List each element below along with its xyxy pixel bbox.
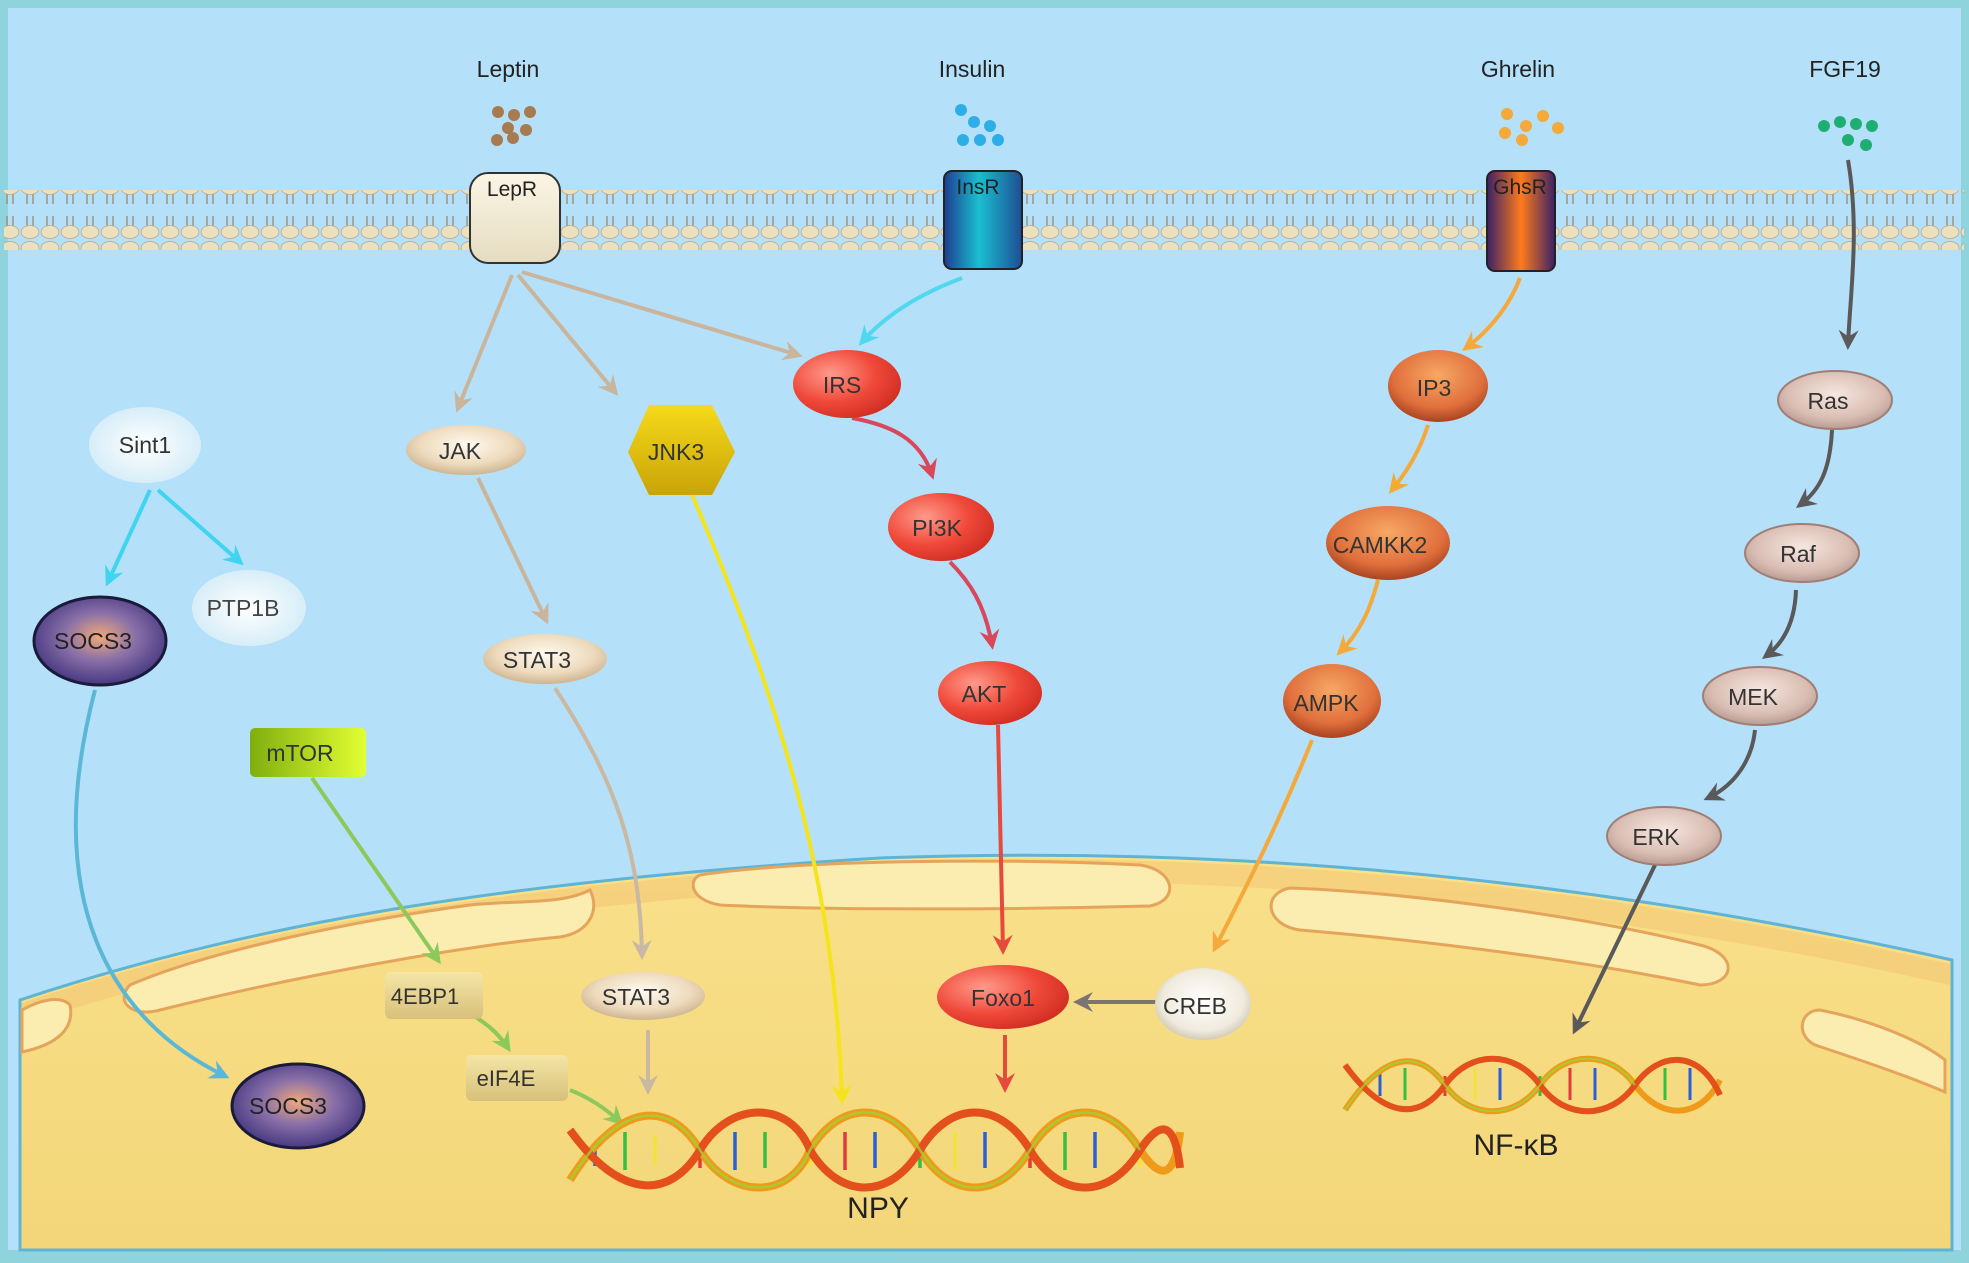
akt-label: AKT (962, 681, 1007, 707)
node-camkk2[interactable]: CAMKK2 (1326, 506, 1450, 580)
node-irs[interactable]: IRS (793, 350, 901, 418)
pathway-arrows (73, 159, 1859, 1126)
arrow-mtor-4ebp1 (310, 776, 441, 965)
node-ras[interactable]: Ras (1777, 370, 1893, 430)
ghrelin-molecules (1499, 108, 1564, 146)
node-jak[interactable]: JAK (406, 425, 526, 475)
node-erk[interactable]: ERK (1606, 806, 1722, 866)
socs3-cyto-label: SOCS3 (54, 628, 132, 654)
node-4ebp1[interactable]: 4EBP1 (385, 972, 483, 1019)
arrow-pi3k-akt (948, 560, 1000, 650)
node-mtor[interactable]: mTOR (250, 728, 366, 777)
ip3-label: IP3 (1417, 375, 1452, 401)
arrow-raf-mek (1761, 589, 1798, 659)
arrow-lepr-jak (454, 274, 514, 413)
nucleus (18, 853, 1954, 1252)
ghsr-receptor[interactable]: GhsR (1486, 170, 1556, 272)
insulin-label: Insulin (939, 56, 1005, 82)
nfkb-label: NF-κB (1474, 1129, 1559, 1162)
arrow-lepr-jnk3 (516, 273, 619, 396)
fgf19-label: FGF19 (1809, 56, 1881, 82)
node-foxo1[interactable]: Foxo1 (937, 965, 1069, 1029)
node-jnk3[interactable]: JNK3 (628, 405, 735, 495)
creb-label: CREB (1163, 993, 1227, 1019)
node-ip3[interactable]: IP3 (1388, 350, 1488, 422)
npy-label: NPY (847, 1192, 909, 1225)
ghrelin-label: Ghrelin (1481, 56, 1555, 82)
jak-label: JAK (439, 438, 482, 464)
arrow-stat3-nucleus (553, 686, 652, 960)
ras-label: Ras (1808, 388, 1849, 414)
arrow-eif4e-npy (569, 1088, 624, 1126)
arrow-ip3-camkk2 (1388, 424, 1430, 494)
foxo1-label: Foxo1 (971, 985, 1035, 1011)
arrow-erk-nfkb (1572, 864, 1657, 1035)
node-stat3-cytoplasm[interactable]: STAT3 (483, 634, 607, 684)
node-socs3-cytoplasm[interactable]: SOCS3 (32, 595, 168, 687)
arrow-mek-erk (1703, 729, 1757, 801)
insr-label: InsR (956, 176, 999, 199)
insr-receptor[interactable]: InsR (943, 170, 1023, 270)
arrow-ampk-creb (1212, 739, 1314, 953)
erk-label: ERK (1632, 824, 1680, 850)
arrow-sint1-ptp1b (156, 488, 244, 566)
arrow-sint1-socs3 (105, 489, 152, 587)
raf-label: Raf (1780, 541, 1816, 567)
arrow-ghsr-ip3 (1462, 277, 1522, 352)
arrow-camkk2-ampk (1336, 579, 1380, 656)
node-creb[interactable]: CREB (1155, 968, 1251, 1040)
node-stat3-nucleus[interactable]: STAT3 (581, 972, 705, 1020)
lepr-label: LepR (487, 178, 537, 201)
node-raf[interactable]: Raf (1744, 523, 1860, 583)
insulin-molecules (955, 104, 1004, 146)
arrow-irs-pi3k (851, 416, 937, 480)
arrow-jak-stat3 (476, 477, 549, 625)
fgf19-molecules (1818, 116, 1878, 151)
node-ampk[interactable]: AMPK (1283, 664, 1381, 738)
arrow-socs3-nucleus (73, 689, 230, 1079)
camkk2-label: CAMKK2 (1333, 532, 1428, 558)
node-mek[interactable]: MEK (1702, 666, 1818, 726)
leptin-molecules (491, 106, 536, 146)
node-akt[interactable]: AKT (938, 661, 1042, 725)
node-eif4e[interactable]: eIF4E (466, 1055, 568, 1101)
nfkb-dna-helix (1342, 1055, 1723, 1115)
lepr-receptor[interactable]: LepR (469, 172, 561, 264)
node-pi3k[interactable]: PI3K (888, 493, 994, 561)
sint1-label: Sint1 (119, 432, 171, 458)
eif4e-label: eIF4E (477, 1066, 536, 1091)
arrow-insr-irs (858, 276, 963, 346)
arrow-jnk3-npy (688, 489, 852, 1105)
mek-label: MEK (1728, 684, 1779, 710)
socs3-nuc-label: SOCS3 (249, 1093, 327, 1119)
arrow-lepr-irs (521, 270, 803, 361)
node-sint1[interactable]: Sint1 (89, 407, 201, 483)
ghsr-label: GhsR (1493, 176, 1547, 199)
mtor-label: mTOR (266, 740, 333, 766)
node-socs3-nucleus[interactable]: SOCS3 (230, 1062, 366, 1150)
arrow-ras-raf (1796, 429, 1834, 509)
stat3-nuc-label: STAT3 (602, 984, 670, 1010)
irs-label: IRS (823, 372, 861, 398)
arrow-akt-foxo1 (992, 724, 1013, 955)
ptp1b-label: PTP1B (207, 595, 280, 621)
npy-dna-helix (566, 1108, 1184, 1192)
jnk3-label: JNK3 (648, 439, 704, 465)
arrow-fgf19-ras (1838, 159, 1859, 350)
stat3-cyto-label: STAT3 (503, 647, 571, 673)
ampk-label: AMPK (1293, 690, 1359, 716)
4ebp1-label: 4EBP1 (391, 984, 460, 1009)
node-ptp1b[interactable]: PTP1B (192, 570, 306, 646)
leptin-label: Leptin (477, 56, 540, 82)
pi3k-label: PI3K (912, 515, 963, 541)
